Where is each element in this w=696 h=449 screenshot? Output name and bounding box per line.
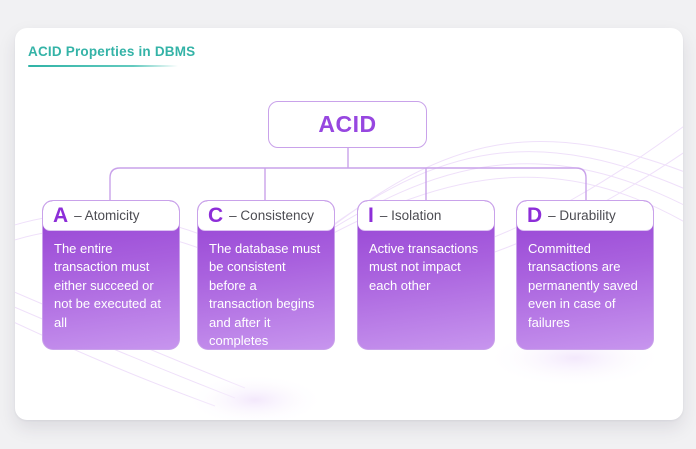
card-durability-title: – Durability (548, 208, 616, 223)
title-underline (28, 65, 178, 67)
card-isolation-header: I – Isolation (358, 201, 494, 231)
diagram-panel: ACID Properties in DBMS ACID A – Atomici… (15, 28, 683, 420)
card-consistency: C – Consistency The database must be con… (197, 200, 335, 350)
card-consistency-header: C – Consistency (198, 201, 334, 231)
page-title: ACID Properties in DBMS (28, 44, 196, 59)
acid-root-node: ACID (268, 101, 427, 148)
card-isolation-description: Active transactions must not impact each… (369, 241, 479, 293)
card-consistency-description: The database must be consistent before a… (209, 241, 321, 349)
card-atomicity-title: – Atomicity (74, 208, 140, 223)
card-isolation-title: – Isolation (379, 208, 442, 223)
card-durability-description: Committed transactions are permanently s… (528, 241, 638, 330)
card-atomicity-letter: A (53, 204, 69, 227)
acid-root-label: ACID (318, 111, 377, 137)
card-atomicity-header: A – Atomicity (43, 201, 179, 231)
card-consistency-letter: C (208, 204, 224, 227)
card-isolation-letter: I (368, 204, 374, 227)
card-durability-header: D – Durability (517, 201, 653, 231)
card-atomicity: A – Atomicity The entire transaction mus… (42, 200, 180, 350)
card-consistency-title: – Consistency (229, 208, 314, 223)
card-isolation: I – Isolation Active transactions must n… (357, 200, 495, 350)
card-durability: D – Durability Committed transactions ar… (516, 200, 654, 350)
card-durability-letter: D (527, 204, 543, 227)
card-atomicity-description: The entire transaction must either succe… (54, 241, 161, 330)
